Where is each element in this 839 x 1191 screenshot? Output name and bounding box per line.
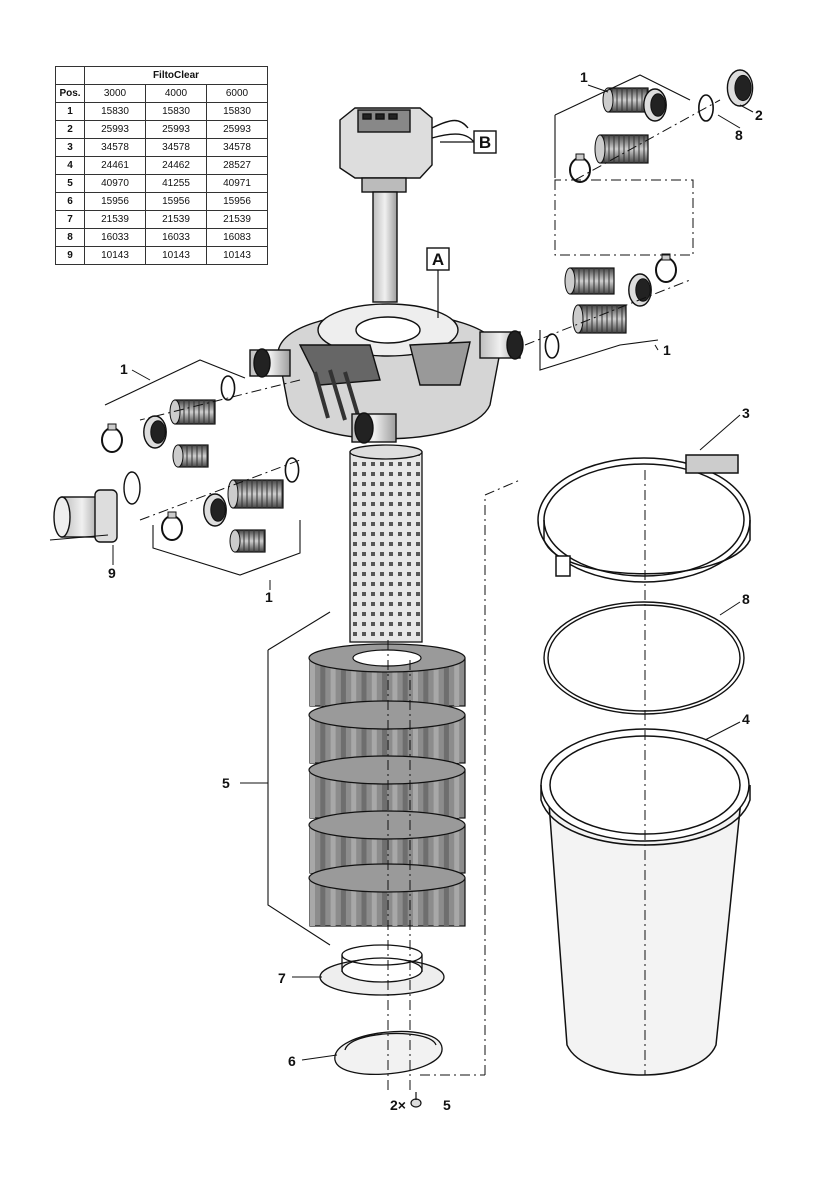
box-label-b-text: B [479, 133, 491, 152]
union-nut [204, 494, 226, 526]
screw [411, 1092, 421, 1107]
clamp-ring [538, 455, 750, 582]
oring [545, 334, 558, 358]
adapter [54, 472, 140, 542]
callout-screw: 5 [443, 1097, 451, 1113]
union-nut [629, 274, 651, 306]
foam-block [309, 756, 465, 818]
callout-hose-kit: 1 [265, 589, 273, 605]
box-label-a: A [427, 248, 449, 318]
filter-housing [541, 729, 750, 1075]
foam-center-hole [353, 650, 421, 666]
callout-filter-base: 7 [278, 970, 286, 986]
hose-tail [565, 268, 614, 294]
box-label-a-text: A [432, 250, 444, 269]
callout-foam-stack: 5 [222, 775, 230, 791]
foam-block [309, 864, 465, 926]
filter-base [320, 945, 444, 995]
foam-block [309, 701, 465, 763]
hose-clamp [656, 254, 676, 282]
callout-oring: 8 [735, 127, 743, 143]
oring-housing [544, 602, 744, 714]
callout-screw-qty: 2× [390, 1097, 406, 1113]
callout-adapter: 9 [108, 565, 116, 581]
hose-tail [173, 445, 208, 467]
hose-clamp [102, 424, 122, 452]
hose-tail [573, 305, 626, 333]
hose-tail [230, 530, 265, 552]
callout-clamp-nut: 2 [755, 107, 763, 123]
hose-tail [603, 88, 648, 112]
callout-clamp-ring: 3 [742, 405, 750, 421]
callout-hose-kit: 1 [120, 361, 128, 377]
hose-tail [170, 400, 215, 424]
foam-stack [309, 644, 465, 926]
callout-oring: 8 [742, 591, 750, 607]
control-unit [340, 108, 476, 302]
callout-housing: 4 [742, 711, 750, 727]
union-nut [727, 70, 752, 106]
hose-clamp [162, 512, 182, 540]
perforated-tube [350, 445, 422, 642]
callout-hose-kit: 1 [580, 69, 588, 85]
callout-hose-kit: 1 [663, 342, 671, 358]
filter-lid [250, 304, 523, 443]
callout-bottom-ring: 6 [288, 1053, 296, 1069]
union-nut [644, 89, 666, 121]
hose-tail [595, 135, 648, 163]
union-nut [144, 416, 166, 448]
